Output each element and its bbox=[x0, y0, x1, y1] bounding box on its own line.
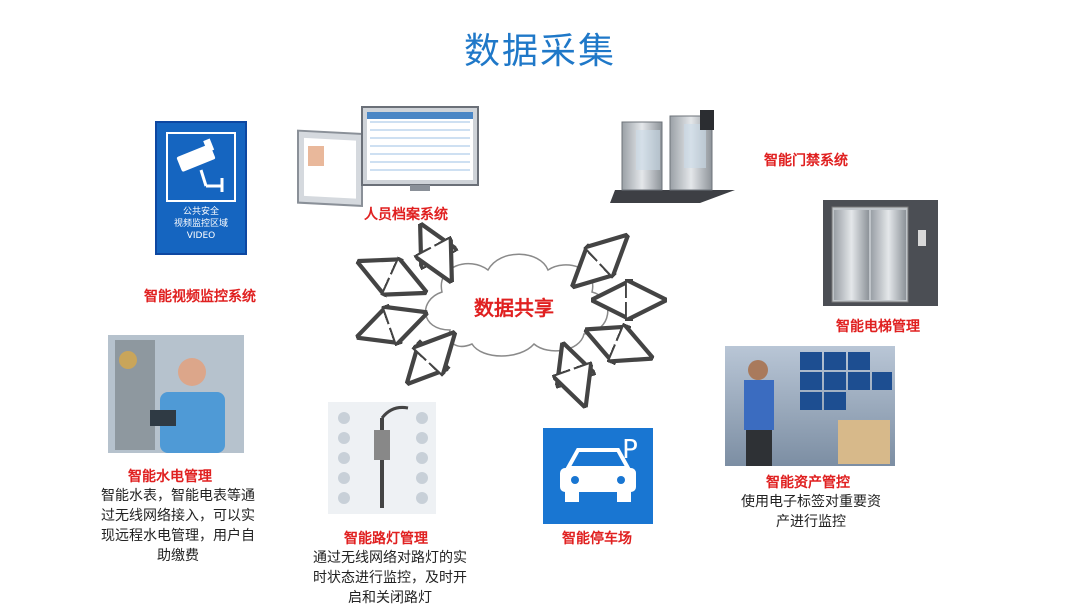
arrow-water bbox=[372, 318, 412, 332]
camera-icon bbox=[176, 138, 224, 192]
elevator-image bbox=[823, 200, 938, 306]
label-parking: 智能停车场 bbox=[562, 531, 632, 547]
label-access-control: 智能门禁系统 bbox=[764, 153, 848, 169]
label-elevator: 智能电梯管理 bbox=[836, 319, 920, 335]
parking-sign: P bbox=[543, 428, 653, 524]
label-personnel-archive: 人员档案系统 bbox=[364, 207, 448, 223]
arrow-asset bbox=[600, 336, 638, 352]
desc-line: 时状态进行监控，及时开 bbox=[313, 570, 467, 586]
maintenance-worker-image bbox=[108, 335, 244, 453]
arrow-personnel bbox=[428, 238, 444, 268]
sign-text-line-2: 视频监控区域 bbox=[174, 217, 228, 229]
desc-water-electric: 智能水表，智能电表等通 过无线网络接入，可以实 现远程水电管理，用户自 助缴费 bbox=[88, 486, 268, 566]
parking-letter: P bbox=[622, 435, 638, 465]
label-asset: 智能资产管控 bbox=[766, 475, 850, 491]
sign-text-line-1: 公共安全 bbox=[183, 205, 219, 217]
desc-line: 启和关闭路灯 bbox=[348, 590, 432, 606]
label-streetlight: 智能路灯管理 bbox=[344, 531, 428, 547]
desc-line: 智能水表，智能电表等通 bbox=[101, 488, 255, 504]
personnel-monitors-image bbox=[297, 106, 479, 208]
arrow-parking bbox=[568, 358, 580, 392]
car-icon bbox=[560, 448, 636, 502]
label-video-surveillance: 智能视频监控系统 bbox=[144, 289, 256, 305]
access-gate-image bbox=[610, 110, 735, 203]
label-water-electric: 智能水电管理 bbox=[128, 469, 212, 485]
video-surveillance-sign: 公共安全 视频监控区域 VIDEO bbox=[155, 121, 247, 255]
sign-text-line-3: VIDEO bbox=[187, 231, 216, 241]
desc-line: 通过无线网络对路灯的实 bbox=[313, 550, 467, 566]
desc-line: 助缴费 bbox=[157, 548, 199, 564]
arrow-streetlight bbox=[418, 344, 444, 372]
connection-arrows bbox=[372, 238, 650, 392]
streetlight-diagram-image bbox=[328, 402, 436, 514]
desc-streetlight: 通过无线网络对路灯的实 时状态进行监控，及时开 启和关闭路灯 bbox=[300, 548, 480, 608]
desc-asset: 使用电子标签对重要资 产进行监控 bbox=[726, 492, 896, 532]
desc-line: 产进行监控 bbox=[776, 514, 846, 530]
arrow-video bbox=[372, 268, 412, 286]
page-title: 数据采集 bbox=[463, 31, 616, 72]
desc-line: 过无线网络接入，可以实 bbox=[101, 508, 255, 524]
center-label: 数据共享 bbox=[474, 296, 554, 320]
warehouse-worker-image bbox=[725, 346, 895, 466]
arrow-access bbox=[584, 246, 616, 276]
desc-line: 使用电子标签对重要资 bbox=[741, 494, 881, 510]
desc-line: 现远程水电管理，用户自 bbox=[101, 528, 255, 544]
